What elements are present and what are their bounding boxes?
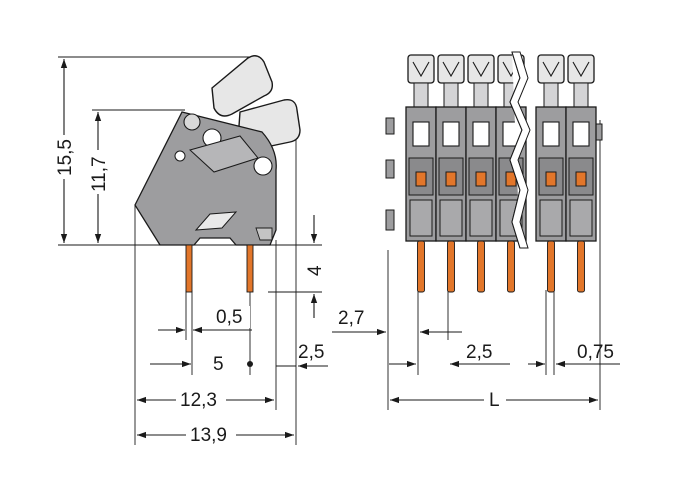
front-contact-1 (415, 171, 427, 187)
dim-11-7-label: 11,7 (89, 156, 110, 192)
front-lever-stem-3 (473, 82, 489, 108)
front-window-6 (572, 121, 590, 147)
dim-12-3-label: 12,3 (180, 390, 217, 411)
front-break-fill (509, 51, 531, 249)
side-detail-channel (188, 135, 259, 173)
side-pin-left (185, 244, 193, 293)
side-detail-foot (255, 227, 273, 241)
front-pin-2 (447, 240, 455, 293)
front-lever-2 (437, 54, 465, 84)
front-window-5 (542, 121, 560, 147)
front-contact-2 (445, 171, 457, 187)
front-lever-stem-1 (413, 82, 429, 108)
dim-2-5-side-label: 2,5 (298, 342, 324, 363)
front-lever-stem-6 (573, 82, 589, 108)
side-detail-window (194, 211, 238, 231)
front-lever-3 (467, 54, 495, 84)
front-poles (385, 54, 603, 293)
dim-0-75-label: 0,75 (577, 342, 614, 363)
dim-4-label: 4 (305, 265, 326, 276)
front-window-3 (472, 121, 490, 147)
front-lever-mark-6 (572, 61, 590, 78)
front-lever-5 (537, 54, 565, 84)
dim-2-5-front-label: 2,5 (466, 342, 492, 363)
side-detail-hole-small (174, 150, 186, 162)
front-lever-mark-1 (412, 61, 430, 78)
front-clip-left-1 (385, 117, 395, 135)
dim-5-dot (247, 361, 253, 367)
dim-L-bg (484, 388, 506, 410)
side-detail-hole-right (253, 156, 273, 176)
front-lever-stem-5 (543, 82, 559, 108)
dim-L-label: L (489, 390, 500, 411)
front-lever-1 (407, 54, 435, 84)
front-window-2 (442, 121, 460, 147)
front-window-1 (412, 121, 430, 147)
dim-0-5-label: 0,5 (216, 307, 242, 328)
front-clip-left-2 (385, 159, 395, 179)
front-contact-3 (475, 171, 487, 187)
front-pin-4 (507, 240, 515, 293)
front-pin-5 (547, 240, 555, 293)
front-base-3 (469, 199, 493, 237)
lever-rear (211, 55, 274, 117)
front-base-2 (439, 199, 463, 237)
dim-15-5-bg (52, 135, 76, 179)
front-view: 2,7 2,5 0,75 L (332, 51, 620, 411)
dim-13-9-label: 13,9 (190, 425, 227, 446)
dim-13-9-bg (186, 423, 236, 445)
front-pin-3 (477, 240, 485, 293)
front-base-1 (409, 199, 433, 237)
front-lever-mark-3 (472, 61, 490, 78)
side-detail-hole-top (183, 113, 201, 131)
front-lever-mark-5 (542, 61, 560, 78)
dim-5-label: 5 (213, 354, 224, 375)
side-view: 15,5 11,7 4 0,5 5 2,5 12,3 13,9 (52, 55, 328, 446)
dim-15-5-label: 15,5 (55, 139, 76, 176)
front-base-6 (569, 199, 593, 237)
front-contact-6 (575, 171, 587, 187)
front-clip-right-1 (595, 123, 603, 141)
front-clip-left-3 (385, 209, 395, 231)
front-contact-5 (545, 171, 557, 187)
front-base-5 (539, 199, 563, 237)
dim-11-7-bg (86, 150, 110, 194)
dim-12-3-bg (176, 388, 226, 410)
side-pin-right (246, 244, 254, 293)
front-pin-1 (417, 240, 425, 293)
front-lever-mark-2 (442, 61, 460, 78)
dim-2-7-label: 2,7 (338, 308, 364, 329)
dim-0-5-bg (212, 306, 250, 328)
front-lever-6 (567, 54, 595, 84)
front-pin-6 (577, 240, 585, 293)
front-lever-stem-2 (443, 82, 459, 108)
